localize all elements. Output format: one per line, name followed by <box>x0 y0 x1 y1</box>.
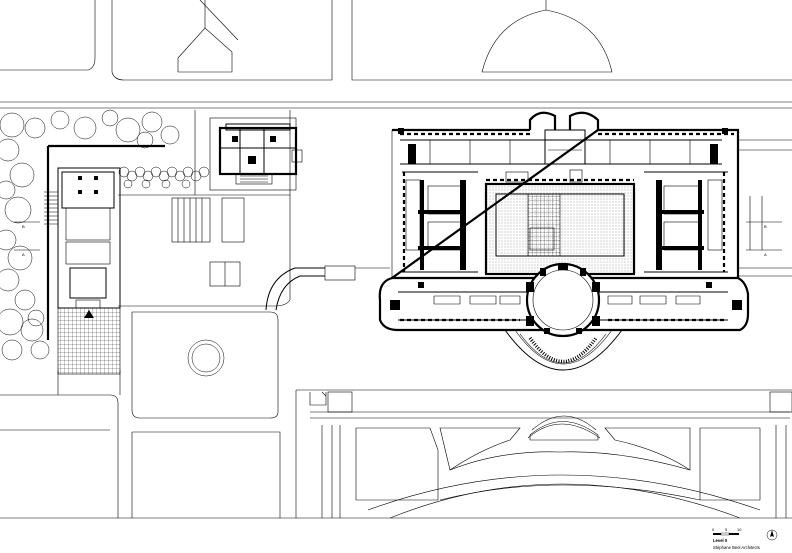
left-tree-cluster <box>0 109 180 361</box>
south-wing-rotunda <box>378 262 750 371</box>
left-wing-building <box>44 144 165 395</box>
section-mark-right-top: B <box>764 224 767 229</box>
villa-building <box>209 117 303 191</box>
scale-tick-10: 10 <box>737 527 742 532</box>
main-palace-building <box>388 111 740 280</box>
parking-area <box>118 110 291 307</box>
section-marks: B A B A <box>14 221 782 257</box>
architect-label: Stéphane Beel Architects <box>713 545 760 550</box>
plan-caption: 0 5 10 Level 0 Stéphane Beel Architects <box>712 527 778 550</box>
section-mark-left-top: B <box>22 224 25 229</box>
top-street-blocks <box>0 0 792 109</box>
section-mark-left-bottom: A <box>22 252 25 257</box>
scale-tick-0: 0 <box>712 527 715 532</box>
scale-tick-5: 5 <box>725 527 728 532</box>
north-arrow-icon <box>766 529 778 541</box>
curved-driveway <box>265 265 390 311</box>
level-label: Level 0 <box>713 538 728 543</box>
hedge-row <box>118 166 210 189</box>
lower-site-blocks <box>0 311 792 519</box>
scale-bar: 0 5 10 <box>712 527 742 536</box>
section-mark-right-bottom: A <box>764 252 767 257</box>
east-exterior <box>738 139 792 277</box>
